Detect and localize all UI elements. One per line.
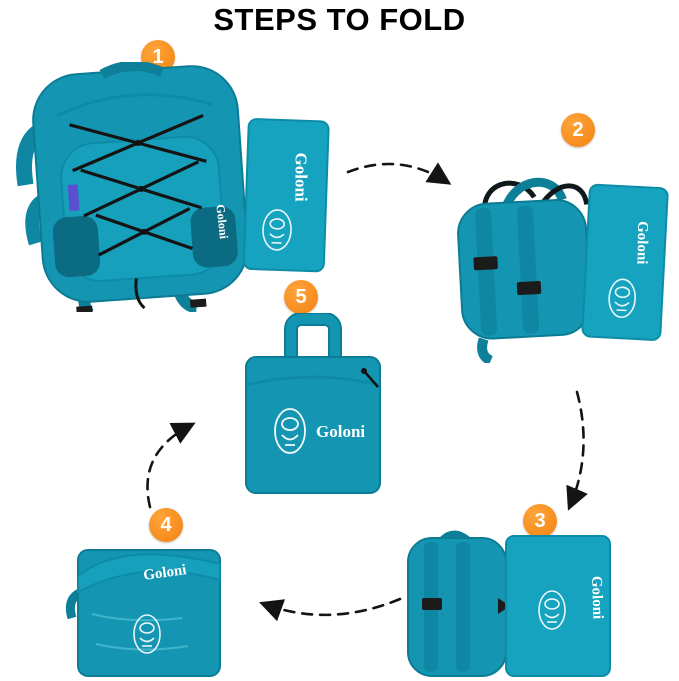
fold-pouch-panel: Goloni: [242, 118, 330, 273]
step-5-number: 5: [295, 285, 307, 308]
brand-text: Goloni: [142, 562, 187, 584]
buckle-icon: [498, 598, 510, 614]
buckle-icon: [422, 598, 442, 610]
brand-text: Goloni: [588, 576, 606, 620]
goloni-emblem-icon: [274, 408, 306, 454]
step-1-backpack-image: Goloni Goloni: [16, 62, 330, 312]
arrow-step4-to-step5-icon: [146, 422, 196, 509]
step-3-backpack-image: Goloni: [407, 530, 611, 677]
goloni-emblem-icon: [608, 278, 636, 319]
goloni-emblem-icon: [262, 209, 292, 251]
step-5-badge: 5: [284, 280, 318, 314]
mesh-pocket: [52, 216, 101, 278]
brand-text: Goloni: [213, 204, 231, 241]
pouch-body: [77, 549, 221, 677]
step-2-badge: 2: [561, 113, 595, 147]
arrow-step3-to-step4-icon: [259, 597, 402, 622]
step-3-number: 3: [534, 509, 546, 532]
brand-text: Goloni: [316, 422, 365, 441]
step-4-backpack-image: Goloni: [65, 549, 221, 677]
goloni-emblem-icon: [133, 614, 161, 654]
folded-lump: [457, 177, 591, 363]
zipper-pull-icon: [363, 370, 379, 388]
fold-pouch-panel: Goloni: [581, 183, 669, 341]
top-flap: [77, 553, 221, 594]
compression-strap: [517, 205, 540, 334]
step-2-number: 2: [572, 118, 584, 141]
buckle-icon: [516, 281, 542, 296]
step-5-pouch-image: Goloni: [245, 313, 381, 494]
brand-text: Goloni: [292, 153, 311, 202]
brand-text: Goloni: [633, 221, 650, 265]
brand-tag: [67, 184, 80, 211]
goloni-emblem-icon: [538, 590, 566, 630]
step-3-badge: 3: [523, 504, 557, 538]
folded-lump: [407, 530, 510, 677]
buckle-icon: [473, 256, 498, 271]
arrow-step2-to-step3-icon: [566, 390, 588, 511]
fold-pouch-panel: Goloni: [505, 535, 611, 677]
arrow-step1-to-step2-icon: [346, 162, 452, 185]
poster-title: STEPS TO FOLD: [213, 2, 466, 37]
mesh-pocket: [190, 206, 238, 268]
carry-handle: [99, 62, 165, 79]
pouch-body: [245, 356, 381, 494]
step-2-backpack-image: Goloni: [457, 177, 669, 363]
compression-strap: [475, 207, 498, 336]
compression-strap: [456, 542, 470, 672]
step-4-badge: 4: [149, 508, 183, 542]
step-1-number: 1: [152, 45, 164, 68]
strap-loop: [500, 177, 567, 213]
backpack-body: Goloni: [16, 62, 249, 312]
step-4-number: 4: [160, 513, 172, 536]
